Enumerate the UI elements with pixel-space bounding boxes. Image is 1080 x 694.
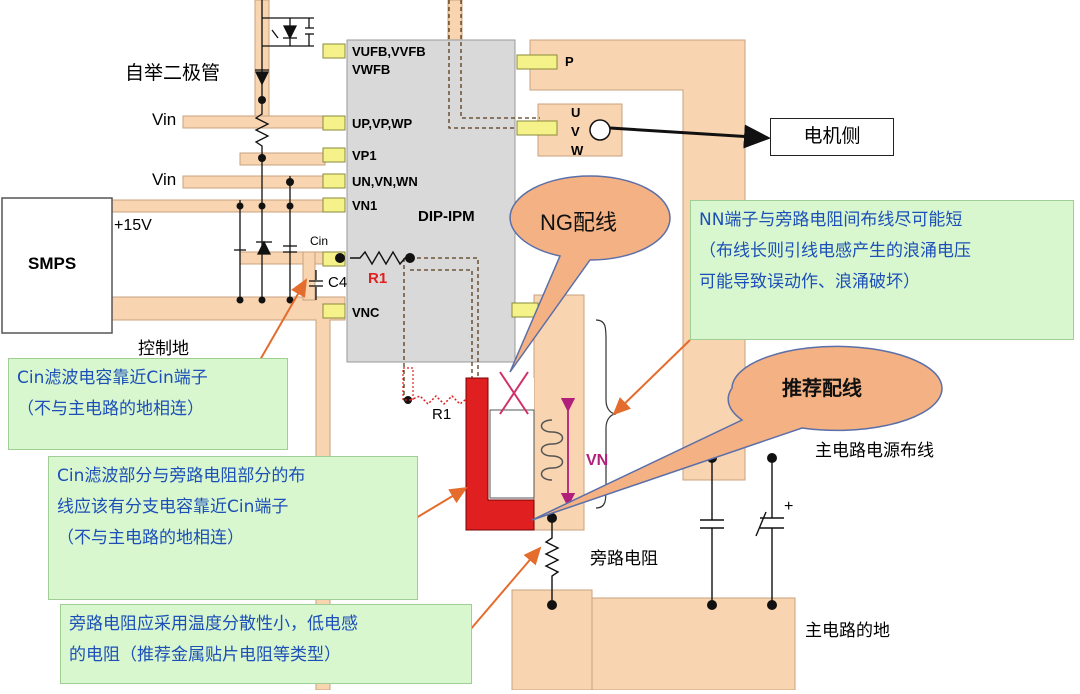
- bubble-ng: [509, 175, 671, 373]
- note-bypass-line-1: 旁路电阻应采用温度分散性小，低电感: [69, 614, 358, 634]
- note-nn-line-3: 可能导致误动作、浪涌破坏）: [699, 272, 920, 292]
- pin-vwfb: VWFB: [352, 62, 391, 77]
- motor-terminal-icon: [589, 119, 611, 141]
- dip-ipm-body: [346, 39, 516, 363]
- main-power-wiring-label: 主电路电源布线: [815, 441, 934, 461]
- note-cin2-line-3: （不与主电路的地相连）: [57, 528, 244, 548]
- main-capacitors: [700, 458, 784, 605]
- ng-red-trace: [465, 377, 535, 531]
- note-cin2-line-2: 线应该有分支电容靠近Cin端子: [57, 497, 289, 517]
- note-bypass-resistor: 旁路电阻应采用温度分散性小，低电感 的电阻（推荐金属贴片电阻等类型）: [60, 604, 472, 684]
- note-cin2-line-1: Cin滤波部分与旁路电阻部分的布: [57, 466, 306, 486]
- dip-ipm-label: DIP-IPM: [418, 208, 475, 225]
- bootstrap-diode-label: 自举二极管: [125, 62, 221, 84]
- pin-pads: [322, 43, 558, 319]
- motor-side-label: 电机侧: [770, 118, 894, 156]
- smps-label: SMPS: [28, 254, 77, 273]
- inductor-coil: [540, 419, 564, 481]
- vin-label-1: Vin: [152, 110, 177, 129]
- pin-vnc: VNC: [352, 305, 380, 320]
- bypass-resistor-label: 旁路电阻: [590, 549, 658, 569]
- r1-label: R1: [432, 406, 452, 423]
- callout-arrows: [259, 278, 691, 631]
- note-nn-line-1: NN端子与旁路电阻间布线尽可能短: [699, 210, 963, 230]
- r1-red-path: [409, 394, 471, 406]
- bubble-recommended-label: 推荐配线: [782, 376, 862, 400]
- note-cin1-line-2: （不与主电路的地相连）: [17, 399, 204, 419]
- main-ground-label: 主电路的地: [805, 621, 890, 641]
- smps-box: [1, 197, 113, 334]
- pin-v: V: [571, 124, 580, 139]
- r1-red-label: R1: [368, 270, 388, 287]
- ng-cross: [499, 371, 529, 415]
- vn-label: VN: [586, 452, 609, 469]
- note-nn-wiring: NN端子与旁路电阻间布线尽可能短 （布线长则引线电感产生的浪涌电压 可能导致误动…: [690, 200, 1074, 340]
- pin-p: P: [565, 54, 574, 69]
- bootstrap-circuit: [234, 0, 323, 300]
- control-ground-label: 控制地: [138, 339, 189, 359]
- vin-label-2: Vin: [152, 170, 177, 189]
- pin-vufb-vvfb: VUFB,VVFB: [352, 44, 426, 59]
- plus15v-label: +15V: [114, 217, 152, 234]
- pin-up-vp-wp: UP,VP,WP: [352, 116, 413, 131]
- note-bypass-line-2: 的电阻（推荐金属贴片电阻等类型）: [69, 645, 341, 665]
- pin-w: W: [571, 143, 584, 158]
- note-nn-line-2: （布线长则引线电感产生的浪涌电压: [699, 241, 971, 261]
- c4-label: C4: [328, 274, 348, 291]
- r1-resistor: [350, 250, 410, 266]
- pin-vp1: VP1: [352, 148, 377, 163]
- bubble-ng-label: NG配线: [540, 210, 618, 235]
- motor-arrow: [609, 124, 771, 149]
- bubble-recommended: [531, 345, 943, 521]
- note-cin-capacitor: Cin滤波电容靠近Cin端子 （不与主电路的地相连）: [8, 358, 288, 450]
- pin-vn1: VN1: [352, 198, 378, 213]
- bypass-resistor: [544, 522, 560, 600]
- pin-un-vn-wn: UN,VN,WN: [352, 174, 418, 189]
- pin-u: U: [571, 105, 581, 120]
- cin-label: Cin: [310, 234, 329, 248]
- note-cin1-line-1: Cin滤波电容靠近Cin端子: [17, 368, 208, 388]
- plus-sign: +: [784, 498, 794, 515]
- note-cin-branch: Cin滤波部分与旁路电阻部分的布 线应该有分支电容靠近Cin端子 （不与主电路的…: [48, 456, 418, 600]
